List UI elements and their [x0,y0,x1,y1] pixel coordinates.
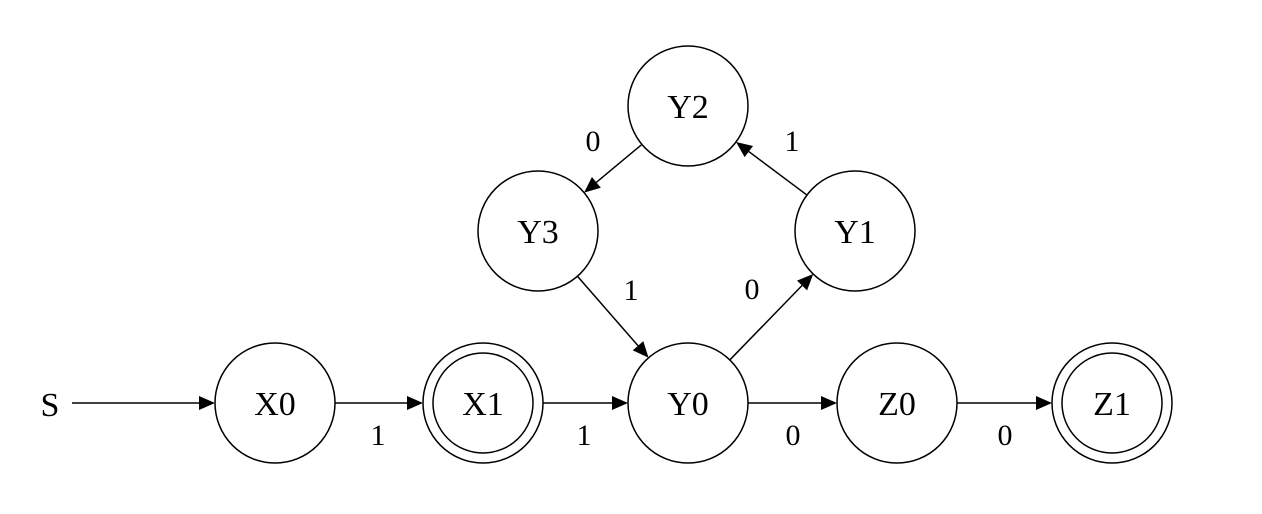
state-y1-label: Y1 [834,214,876,251]
arrowhead-y0-z0 [821,396,837,410]
start-label: S [41,387,60,424]
arrowhead-z0-z1 [1036,396,1052,410]
state-y3: Y3 [477,170,599,292]
state-y3-circle [477,170,599,292]
state-y2: Y2 [627,45,749,167]
arrowhead-y3-y0 [632,341,649,358]
edge-y1-y2 [748,150,808,196]
state-z1: Z1 [1051,342,1173,464]
edge-label-y2-y3: 0 [586,125,601,158]
arrowhead-x1-y0 [612,396,628,410]
edge-label-y0-z0: 0 [786,419,801,452]
state-x0-label: X0 [254,386,296,423]
edge-y3-y0 [576,275,639,347]
edge-label-z0-z1: 0 [998,419,1013,452]
state-y1: Y1 [794,170,916,292]
edge-label-x1-y0: 1 [577,419,592,452]
state-x1: X1 [422,342,544,464]
edge-y2-y3 [595,143,643,183]
edge-label-y3-y0: 1 [624,274,639,307]
arrowhead-y0-y1 [797,274,814,291]
states-group: X0 X1 Y0 Y1 Y2 Y3 Z0 Z1 [214,45,1173,464]
state-y3-label: Y3 [517,214,559,251]
arrowhead-x0-x1 [407,396,423,410]
state-x1-label: X1 [462,386,504,423]
state-y0: Y0 [627,342,749,464]
state-y2-label: Y2 [667,89,709,126]
transition-labels: 1 1 0 0 0 1 0 1 [371,125,1013,452]
edge-y0-y1 [729,285,803,361]
state-y0-label: Y0 [667,386,709,423]
edge-label-y0-y1: 0 [745,273,760,306]
state-x0: X0 [214,342,336,464]
transition-edges [72,141,1052,410]
state-z0: Z0 [836,342,958,464]
state-y1-circle [794,170,916,292]
state-z0-circle [836,342,958,464]
arrowhead-s-x0 [199,396,215,410]
state-x1-inner-circle [432,352,534,454]
state-z1-inner-circle [1061,352,1163,454]
state-z0-label: Z0 [878,386,916,423]
state-y2-circle [627,45,749,167]
state-z1-label: Z1 [1093,386,1131,423]
state-x0-circle [214,342,336,464]
state-y0-circle [627,342,749,464]
edge-label-y1-y2: 1 [785,125,800,158]
arrowhead-y1-y2 [736,141,754,158]
edge-label-x0-x1: 1 [371,419,386,452]
arrowhead-y2-y3 [584,176,601,193]
